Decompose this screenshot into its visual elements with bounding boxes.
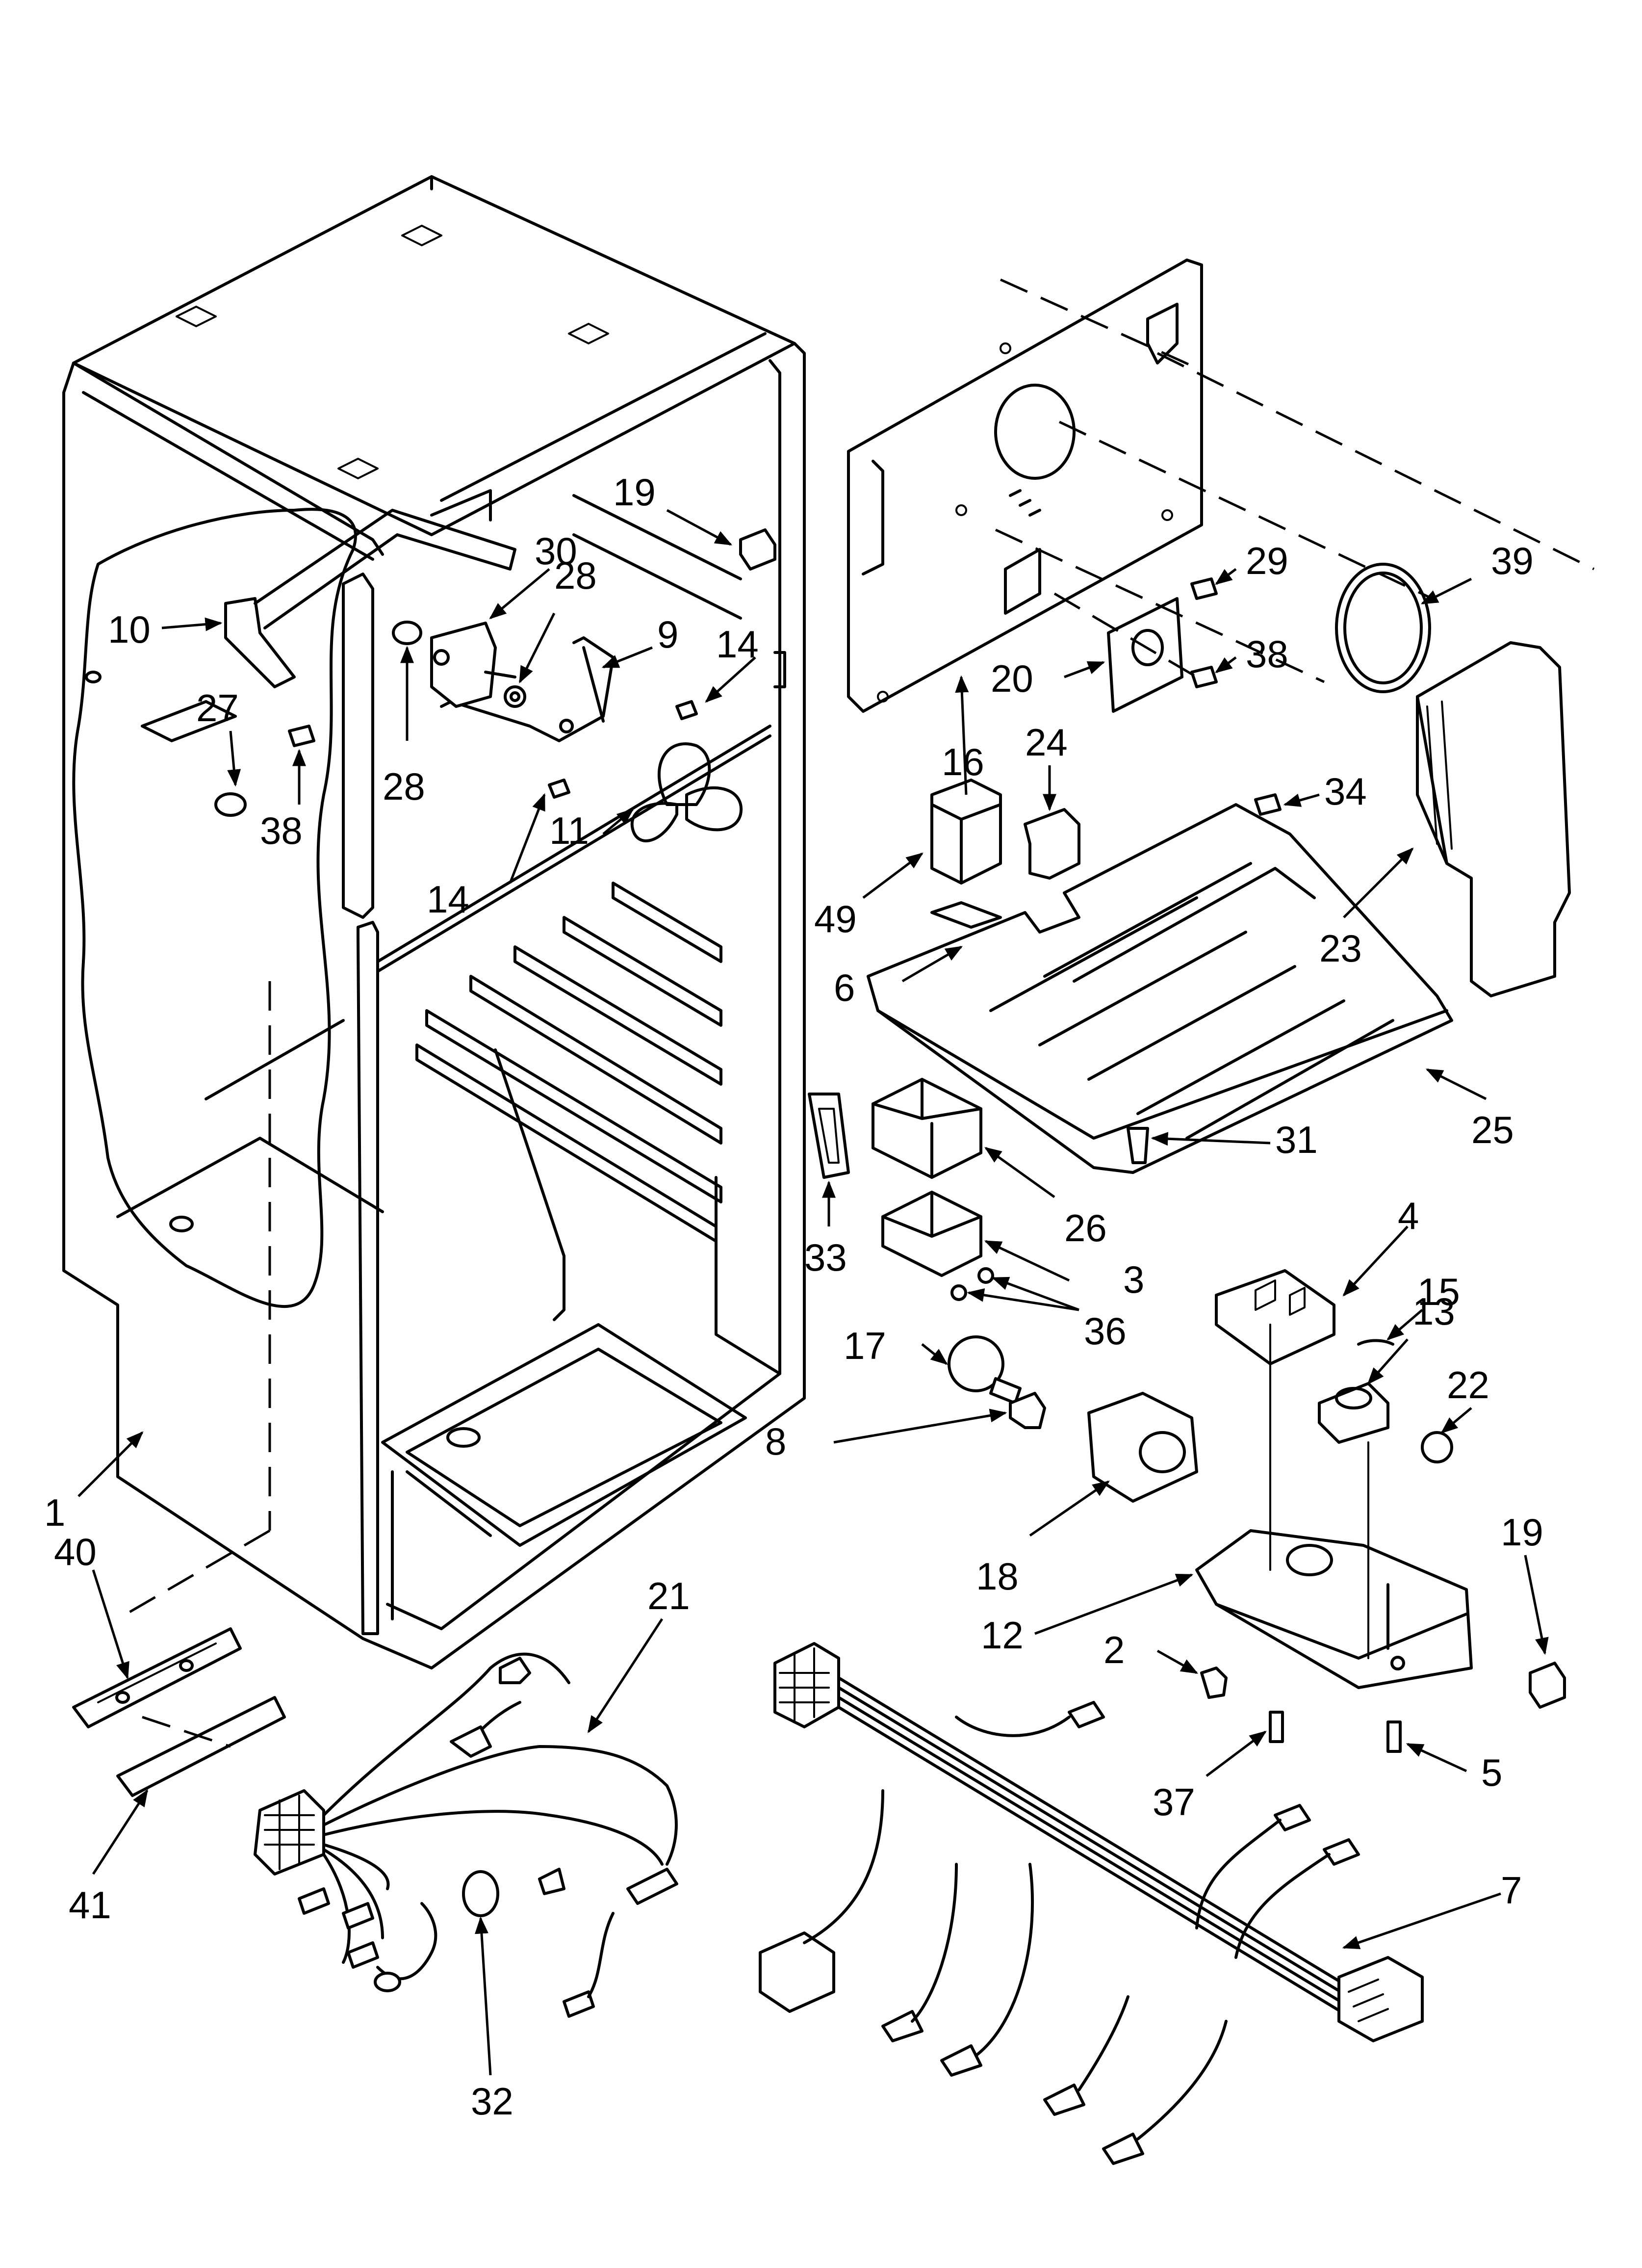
callout-7: 7 bbox=[1501, 1869, 1522, 1912]
leader-8 bbox=[833, 1408, 1007, 1444]
callout-27: 27 bbox=[196, 686, 239, 730]
callout-leaders bbox=[77, 509, 1549, 2076]
leader-7 bbox=[1342, 1892, 1501, 1949]
leader-20 bbox=[1064, 661, 1105, 678]
liner-cabinet bbox=[62, 175, 806, 1669]
callout-39: 39 bbox=[1491, 539, 1534, 582]
leader-27 bbox=[227, 730, 241, 787]
callout-30: 30 bbox=[535, 529, 577, 573]
callout-38b: 38 bbox=[1246, 632, 1288, 676]
leader-9 bbox=[601, 646, 653, 669]
callout-33: 33 bbox=[804, 1236, 847, 1279]
callout-15: 15 bbox=[1417, 1270, 1460, 1313]
callout-labels: 1 2 3 4 5 6 7 8 9 10 11 12 13 14 14 15 1… bbox=[44, 470, 1543, 2123]
callout-23: 23 bbox=[1319, 927, 1362, 970]
leader-5 bbox=[1406, 1743, 1467, 1773]
leader-26 bbox=[984, 1147, 1055, 1199]
callout-21: 21 bbox=[647, 1574, 690, 1617]
evaporator-cover-panel bbox=[847, 259, 1595, 997]
leader-11 bbox=[602, 808, 634, 835]
callout-2: 2 bbox=[1103, 1628, 1125, 1671]
callout-40: 40 bbox=[54, 1530, 97, 1573]
wire-harness-7 bbox=[759, 1642, 1424, 2165]
callout-17: 17 bbox=[844, 1324, 886, 1367]
leader-32 bbox=[474, 1916, 492, 2076]
leader-30 bbox=[489, 568, 550, 620]
callout-22: 22 bbox=[1447, 1363, 1489, 1407]
leader-38b bbox=[1215, 656, 1237, 674]
control-housing-assembly bbox=[808, 779, 1566, 1753]
wire-harness-21 bbox=[254, 1652, 678, 2018]
leader-39 bbox=[1420, 577, 1472, 605]
leader-19b bbox=[1524, 1555, 1549, 1655]
callout-24: 24 bbox=[1025, 721, 1068, 764]
callout-38a: 38 bbox=[260, 809, 303, 852]
leader-17 bbox=[921, 1343, 948, 1365]
leader-31 bbox=[1151, 1132, 1271, 1146]
callout-36: 36 bbox=[1084, 1309, 1127, 1353]
callout-9: 9 bbox=[657, 613, 678, 656]
leader-23 bbox=[1343, 847, 1414, 918]
leader-14a bbox=[705, 656, 756, 703]
callout-28b: 28 bbox=[554, 554, 597, 597]
leader-49 bbox=[862, 852, 924, 899]
callout-14a: 14 bbox=[716, 623, 759, 666]
callout-20: 20 bbox=[991, 657, 1033, 700]
leader-4 bbox=[1342, 1225, 1409, 1297]
leader-18 bbox=[1029, 1480, 1110, 1537]
leader-41 bbox=[92, 1789, 149, 1875]
leader-12 bbox=[1034, 1573, 1194, 1635]
leader-21 bbox=[587, 1618, 664, 1733]
callout-16: 16 bbox=[942, 740, 984, 783]
evaporator-fan-assembly bbox=[214, 509, 776, 842]
callout-41: 41 bbox=[69, 1883, 111, 1927]
leader-22 bbox=[1440, 1407, 1472, 1434]
callout-28a: 28 bbox=[383, 765, 425, 808]
callout-8: 8 bbox=[765, 1420, 786, 1463]
leader-28b bbox=[518, 612, 556, 684]
callout-5: 5 bbox=[1481, 1751, 1502, 1794]
callout-12: 12 bbox=[981, 1614, 1024, 1657]
callout-32: 32 bbox=[471, 2080, 513, 2123]
callout-10: 10 bbox=[108, 608, 151, 651]
leader-3 bbox=[984, 1240, 1070, 1282]
callout-25: 25 bbox=[1471, 1108, 1514, 1151]
callout-26: 26 bbox=[1064, 1206, 1107, 1250]
callout-1: 1 bbox=[44, 1491, 65, 1534]
leader-36b bbox=[991, 1277, 1079, 1311]
callout-19a: 19 bbox=[613, 470, 656, 514]
callout-6: 6 bbox=[834, 966, 855, 1009]
leader-1 bbox=[77, 1431, 144, 1497]
leader-19a bbox=[666, 509, 733, 546]
callout-13: 13 bbox=[1412, 1290, 1455, 1333]
leader-36a bbox=[967, 1288, 1079, 1311]
leader-37 bbox=[1206, 1730, 1267, 1777]
callout-31: 31 bbox=[1275, 1118, 1318, 1161]
leader-6 bbox=[901, 945, 963, 983]
leader-16 bbox=[955, 675, 969, 795]
leader-25 bbox=[1425, 1068, 1487, 1100]
callout-4: 4 bbox=[1398, 1194, 1419, 1237]
leader-2 bbox=[1156, 1649, 1199, 1674]
callout-3: 3 bbox=[1123, 1258, 1144, 1301]
lower-panels bbox=[72, 1627, 286, 1797]
leader-29 bbox=[1215, 568, 1237, 585]
callout-19b: 19 bbox=[1501, 1511, 1543, 1554]
callout-49: 49 bbox=[814, 897, 857, 940]
callout-14b: 14 bbox=[427, 878, 469, 921]
callout-29: 29 bbox=[1246, 539, 1288, 582]
callout-11: 11 bbox=[549, 809, 589, 852]
leader-34 bbox=[1283, 793, 1320, 807]
callout-18: 18 bbox=[976, 1555, 1019, 1598]
callout-37: 37 bbox=[1153, 1780, 1195, 1824]
leader-14b bbox=[509, 793, 546, 884]
leader-10 bbox=[161, 617, 223, 631]
leader-13 bbox=[1367, 1338, 1409, 1385]
callout-34: 34 bbox=[1324, 770, 1367, 813]
leader-15 bbox=[1386, 1309, 1423, 1341]
leader-40 bbox=[92, 1569, 129, 1680]
